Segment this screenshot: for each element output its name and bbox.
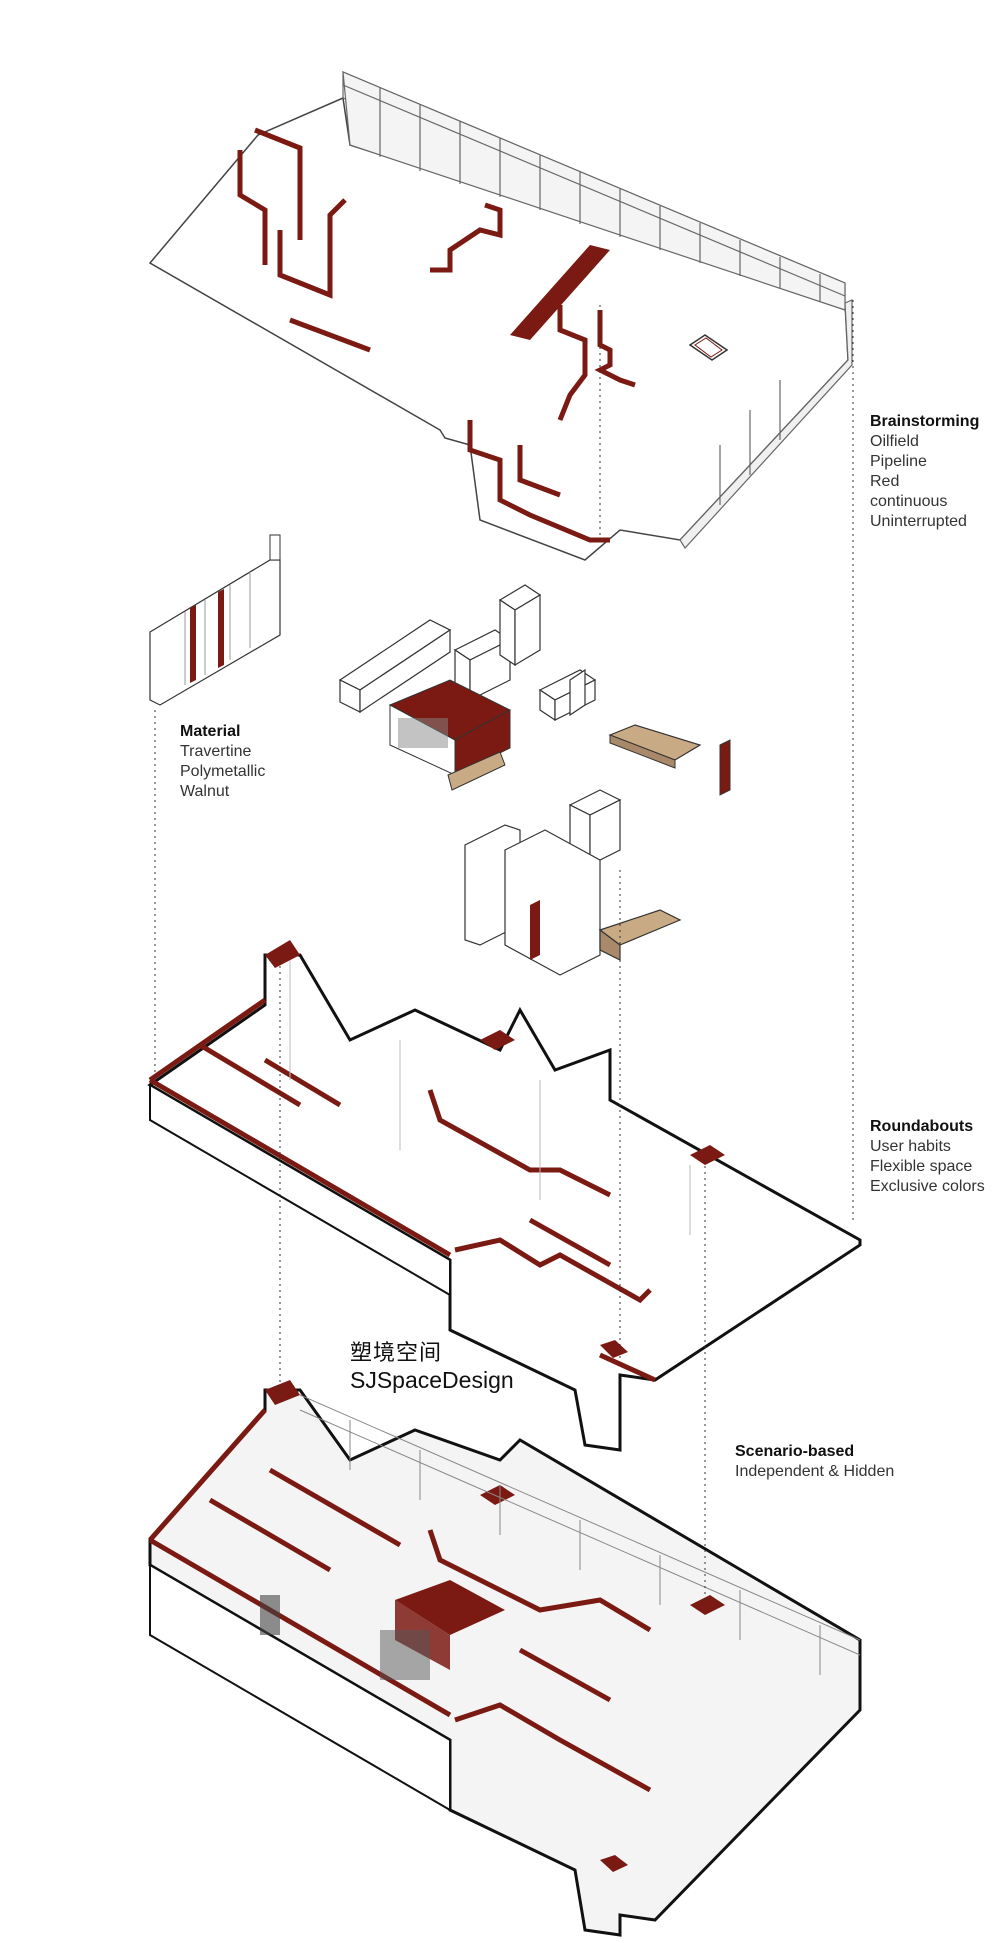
- brand-name-cn: 塑境空间: [350, 1340, 443, 1365]
- brainstorming-label: Brainstorming Oilfield Pipeline Red cont…: [870, 412, 979, 532]
- material-label: Material Travertine Polymetallic Walnut: [180, 722, 265, 802]
- roundabouts-label: Roundabouts User habits Flexible space E…: [870, 1117, 985, 1197]
- brand-name-en: SJSpaceDesign: [350, 1367, 514, 1393]
- material-layer: [149, 534, 731, 976]
- brainstorming-item: continuous: [870, 493, 948, 510]
- scenario-label: Scenario-based Independent & Hidden: [735, 1442, 894, 1482]
- scenario-item: Independent & Hidden: [735, 1463, 895, 1480]
- travertine-panel: [149, 534, 281, 706]
- projection-lines: [154, 300, 854, 1600]
- material-title: Material: [180, 723, 241, 740]
- scenario-title: Scenario-based: [735, 1443, 855, 1460]
- brainstorming-item: Oilfield: [870, 433, 919, 450]
- pipeline-plan-layer: [148, 71, 853, 561]
- brainstorming-item: Pipeline: [870, 453, 927, 470]
- roundabouts-item: Flexible space: [870, 1158, 973, 1175]
- material-item: Polymetallic: [180, 763, 266, 780]
- roundabouts-item: User habits: [870, 1138, 951, 1155]
- roundabouts-plan-layer: [147, 940, 862, 1452]
- material-item: Travertine: [180, 743, 252, 760]
- red-pipeline: [237, 127, 636, 543]
- brainstorming-item: Uninterrupted: [870, 513, 967, 530]
- scenario-model-layer: [148, 1380, 862, 1937]
- roundabouts-title: Roundabouts: [870, 1118, 974, 1135]
- brainstorming-item: Red: [870, 473, 900, 490]
- roundabouts-item: Exclusive colors: [870, 1178, 985, 1195]
- brainstorming-title: Brainstorming: [870, 413, 980, 430]
- red-reception: [388, 679, 512, 791]
- white-wall-module: [464, 824, 682, 976]
- red-beam: [510, 245, 610, 340]
- material-item: Walnut: [180, 783, 230, 800]
- brand-logo: 塑境空间 SJSpaceDesign: [350, 1335, 520, 1415]
